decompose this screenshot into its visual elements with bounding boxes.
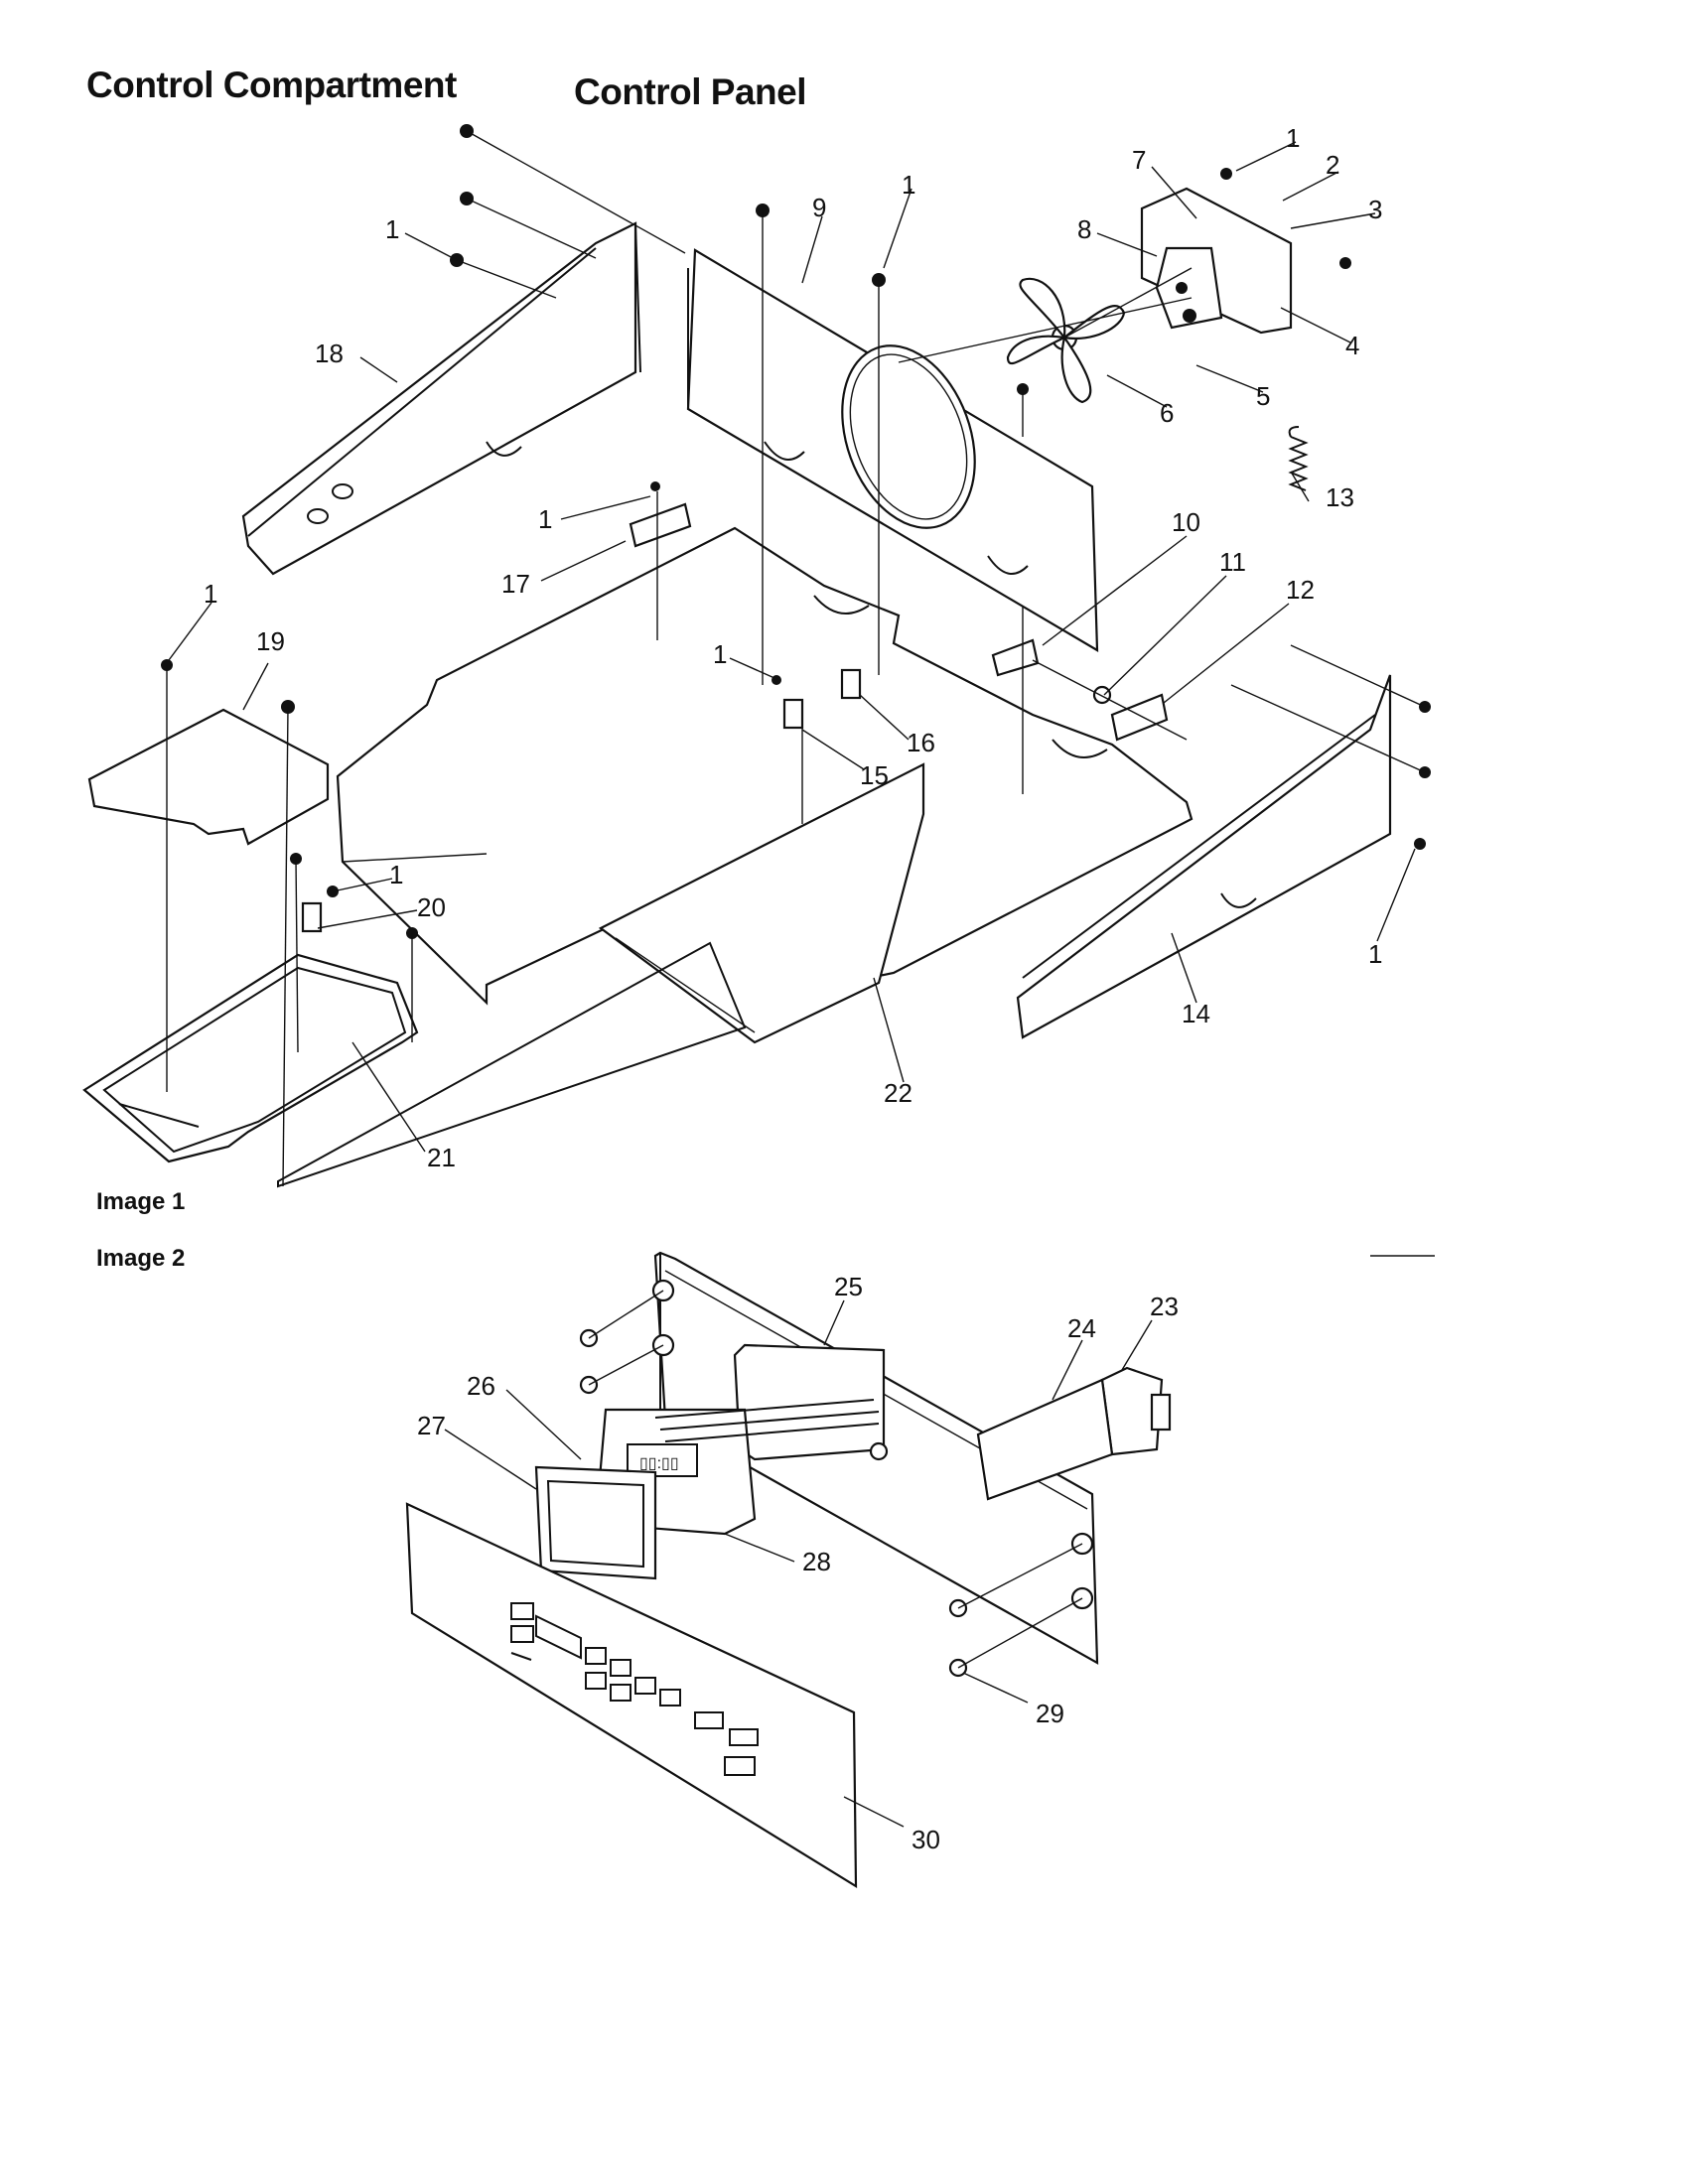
image-1-label: Image 1	[96, 1188, 186, 1215]
callout-22: 22	[884, 1078, 912, 1108]
switch-part-16	[840, 668, 862, 700]
sensor-part-10	[991, 638, 1040, 677]
connector-part-11	[1092, 685, 1112, 705]
callout-4: 4	[1345, 331, 1359, 360]
left-side-bracket-part-18	[241, 221, 641, 576]
control-display-glyph: ▯▯:▯▯	[639, 1455, 679, 1472]
callout-21: 21	[427, 1143, 456, 1172]
switch-part-20	[301, 901, 323, 933]
transformer-part-23	[1100, 1366, 1172, 1456]
callout-13: 13	[1326, 482, 1354, 512]
callout-19: 19	[256, 626, 285, 656]
callout-23: 23	[1150, 1292, 1179, 1321]
callout-1: 1	[538, 504, 552, 534]
block-part-12	[1110, 693, 1169, 742]
callout-15: 15	[860, 760, 889, 790]
callout-numbers: 1 2 3 4 5 6 7 8 9 1 1 18 1 17 1 19 10 11…	[204, 123, 1382, 1854]
callout-1: 1	[902, 170, 915, 200]
fan-blade-part-6	[1006, 277, 1126, 404]
callout-9: 9	[812, 193, 826, 222]
tray-part-21	[82, 941, 747, 1188]
callout-24: 24	[1067, 1313, 1096, 1343]
callout-27: 27	[417, 1411, 446, 1440]
callout-17: 17	[501, 569, 530, 599]
image-2-label: Image 2	[96, 1245, 186, 1272]
callout-1: 1	[1286, 123, 1300, 153]
spring-part-13	[1288, 426, 1309, 491]
callout-2: 2	[1326, 150, 1339, 180]
callout-8: 8	[1077, 214, 1091, 244]
cover-part-19	[87, 708, 330, 846]
switch-part-15	[782, 698, 804, 730]
callout-12: 12	[1286, 575, 1315, 605]
callout-7: 7	[1132, 145, 1146, 175]
panel-screws-part-29	[579, 1279, 1094, 1678]
callout-18: 18	[315, 339, 344, 368]
callout-26: 26	[467, 1371, 495, 1401]
callout-16: 16	[907, 728, 935, 757]
callout-10: 10	[1172, 507, 1200, 537]
title-control-panel: Control Panel	[574, 71, 807, 112]
callout-25: 25	[834, 1272, 863, 1301]
bracket-part-24	[976, 1378, 1114, 1501]
callout-28: 28	[802, 1547, 831, 1576]
callout-30: 30	[912, 1825, 940, 1854]
title-control-compartment: Control Compartment	[86, 65, 457, 105]
callout-5: 5	[1256, 381, 1270, 411]
fan-motor-bracket	[1140, 187, 1293, 335]
callout-1: 1	[713, 639, 727, 669]
assembly-guide-lines-image-2	[588, 1255, 1435, 1669]
callout-29: 29	[1036, 1699, 1064, 1728]
lower-plate-part-22	[598, 762, 925, 1044]
terminal-block-part-17	[629, 502, 692, 548]
assembly-guide-lines-image-1	[166, 130, 1426, 1187]
control-compartment-floor	[336, 526, 1193, 1039]
callout-20: 20	[417, 892, 446, 922]
back-panel-part-9	[686, 248, 1099, 652]
callout-1: 1	[389, 860, 403, 889]
screws	[161, 124, 1431, 939]
callout-14: 14	[1182, 999, 1210, 1028]
callout-1: 1	[385, 214, 399, 244]
right-side-bracket-part-14	[1016, 674, 1392, 1039]
callout-leaders	[168, 141, 1416, 1828]
callout-6: 6	[1160, 398, 1174, 428]
callout-1: 1	[204, 579, 217, 609]
callout-11: 11	[1219, 547, 1246, 577]
overlay-part-26	[534, 1465, 657, 1580]
callout-3: 3	[1368, 195, 1382, 224]
touch-panel-part-30	[405, 1502, 858, 1888]
callout-1: 1	[1368, 939, 1382, 969]
